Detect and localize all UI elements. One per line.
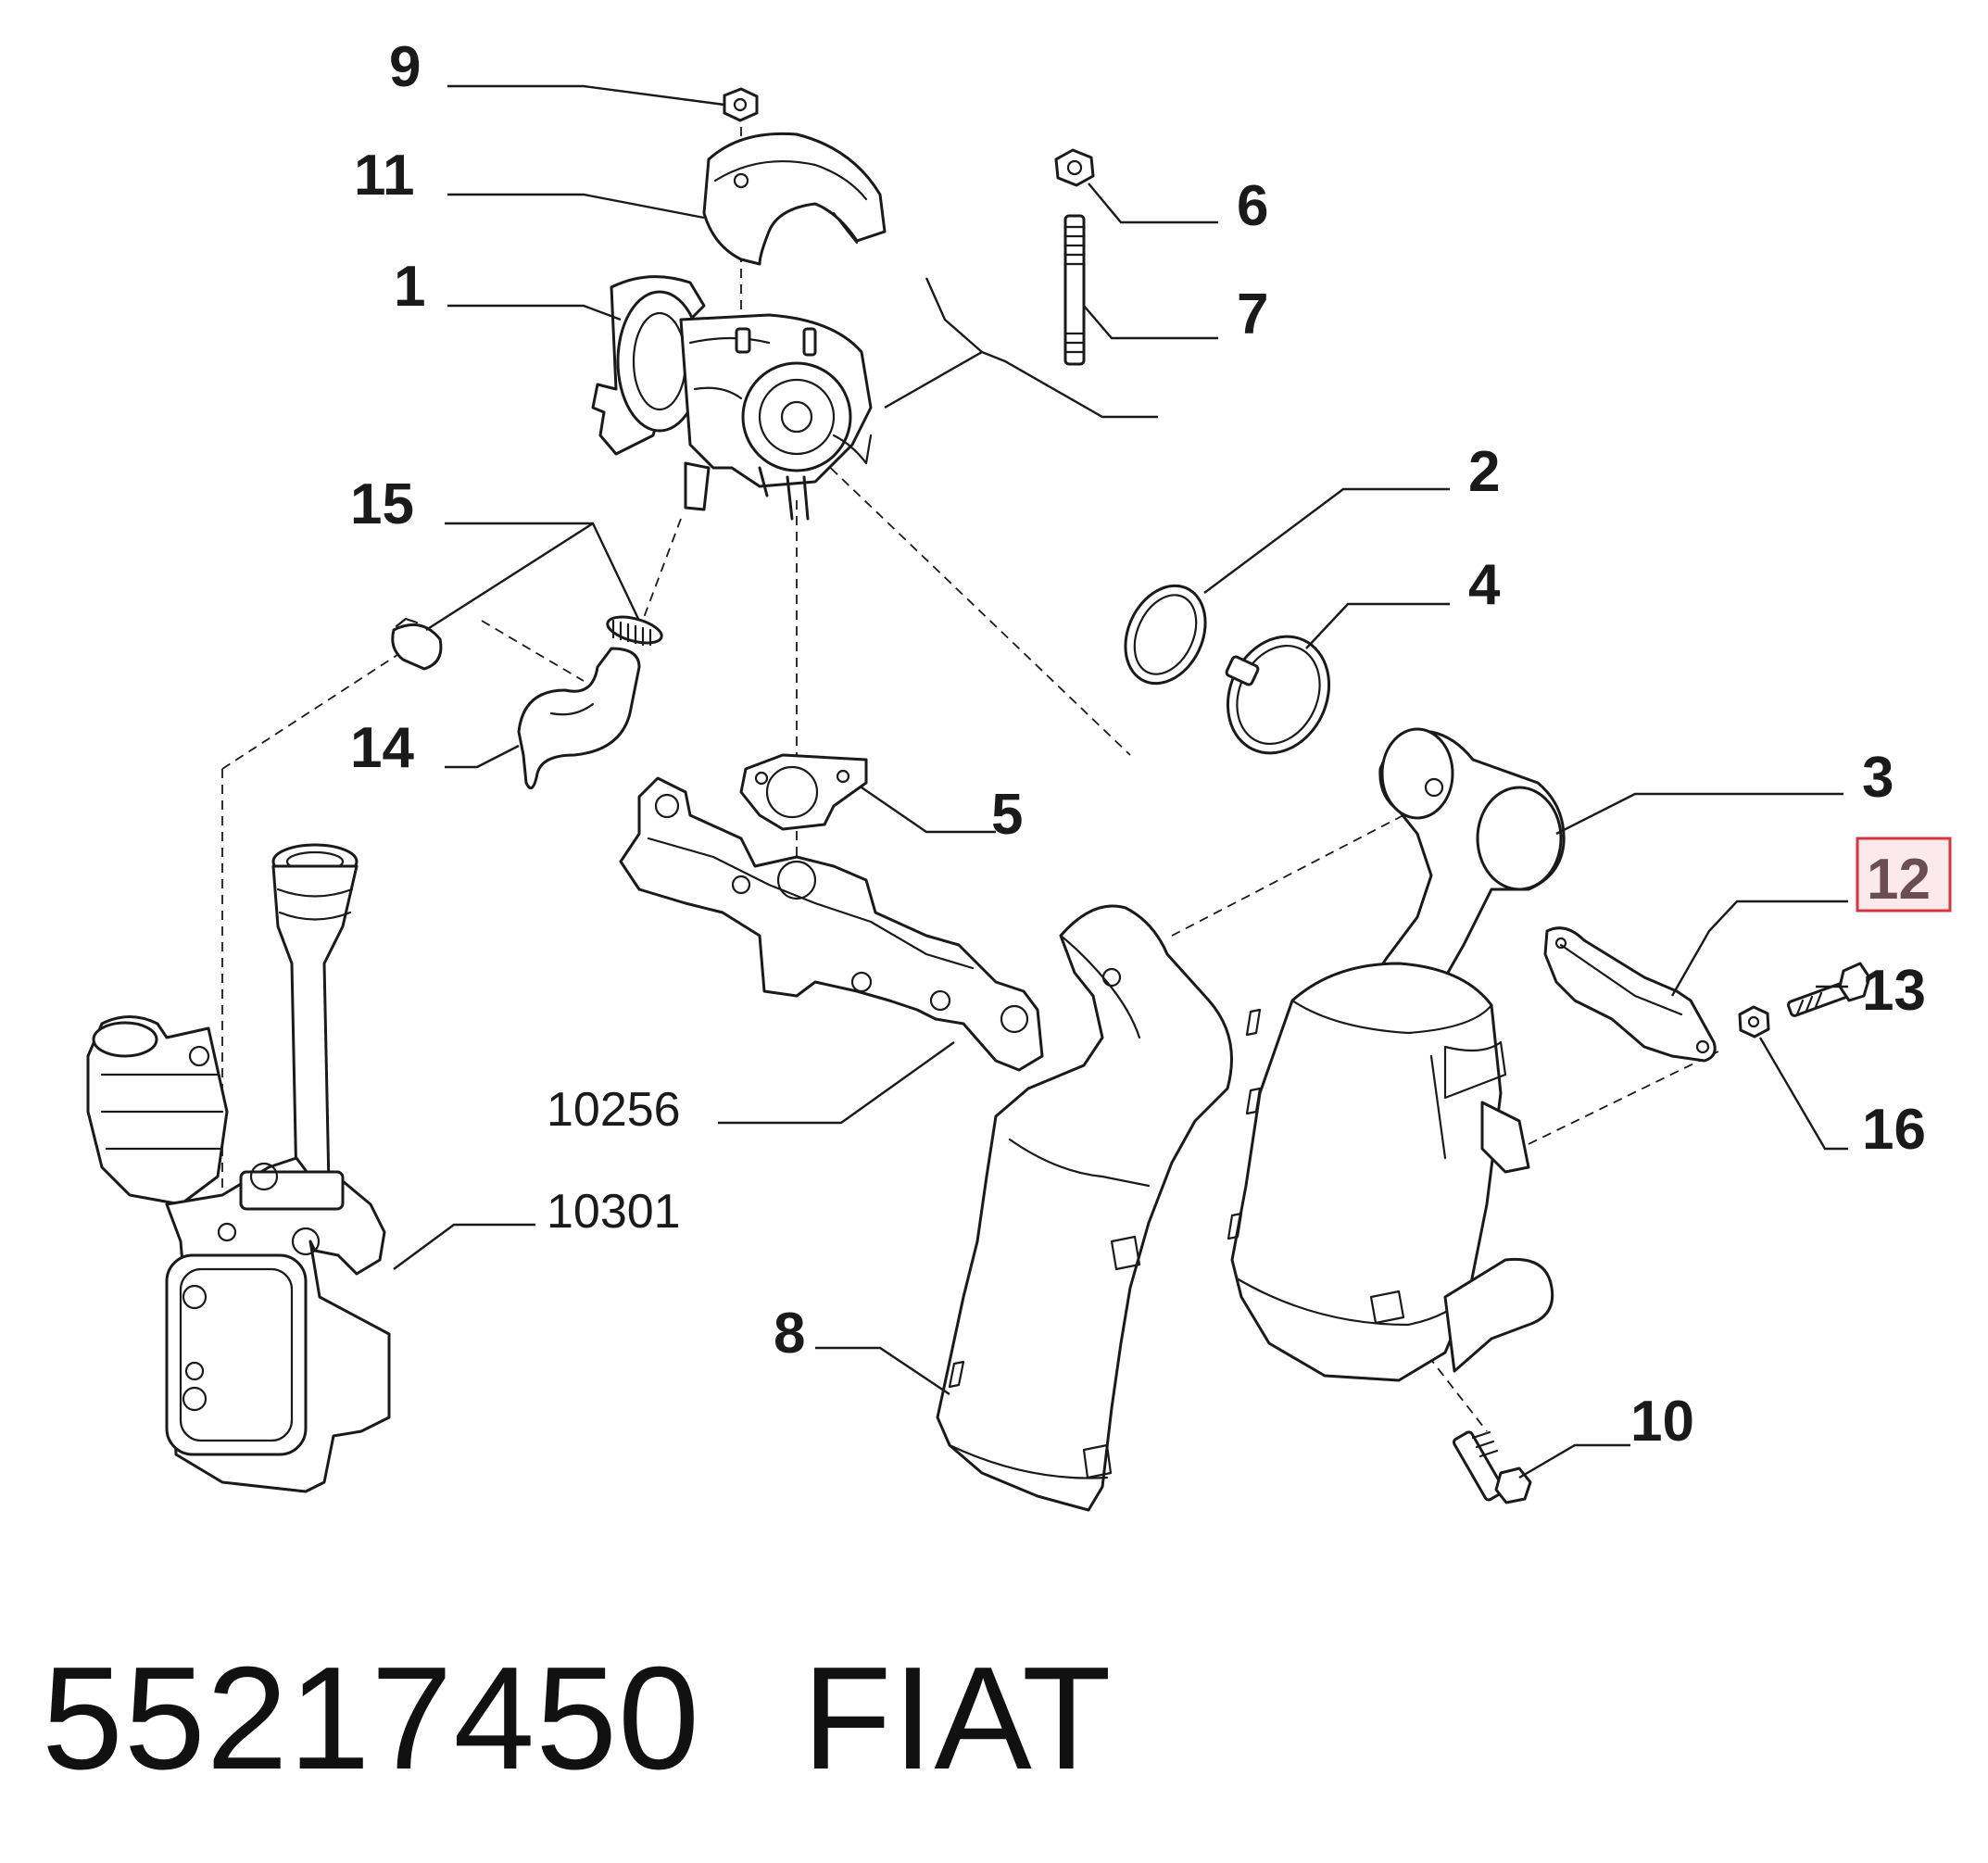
callout-10301: 10301 (547, 1185, 681, 1239)
callout-12-highlight-box (1856, 837, 1952, 913)
part-16-nut (1738, 1005, 1770, 1038)
callout-5: 5 (991, 783, 1023, 847)
part-10256-exhaust-manifold (619, 776, 1044, 1072)
part-6-nut (1054, 148, 1095, 187)
part-13-bolt (1787, 962, 1871, 1017)
part-10301-oil-filter-module (86, 843, 391, 1493)
leader-lines (393, 84, 1848, 1479)
brand-name: FIAT (801, 1637, 1113, 1800)
callout-labels: 9 11 1 6 7 15 2 4 14 5 3 12 13 16 10256 … (350, 35, 1952, 1454)
callout-9: 9 (389, 35, 421, 99)
part-14-hose (517, 647, 641, 790)
callout-13: 13 (1862, 959, 1926, 1023)
part-11-heat-shield (702, 132, 887, 266)
callout-8: 8 (774, 1302, 805, 1366)
callout-7: 7 (1237, 283, 1268, 346)
part-4-band-clamp (1225, 635, 1331, 755)
callout-11: 11 (354, 144, 415, 208)
part-3-dpf-converter (1227, 727, 1566, 1382)
part-number-footer: 55217450 FIAT (42, 1635, 1113, 1803)
callout-3: 3 (1862, 746, 1894, 810)
callout-16: 16 (1862, 1098, 1926, 1162)
part-15-clamp-upper (606, 615, 663, 647)
part-7-stud (1063, 214, 1086, 366)
callout-10: 10 (1630, 1390, 1694, 1454)
callout-2: 2 (1468, 440, 1500, 504)
part-1-turbocharger (591, 275, 873, 521)
part-8-dpf-heat-shield (936, 904, 1233, 1512)
part-12-bracket (1543, 926, 1717, 1063)
part-2-gasket-ring (1124, 584, 1207, 686)
part-9-nut (723, 87, 759, 122)
callout-4: 4 (1468, 553, 1501, 617)
callout-14: 14 (350, 716, 414, 780)
part-5-flange-gasket (739, 753, 868, 831)
callout-10256: 10256 (547, 1083, 681, 1137)
callout-1: 1 (394, 255, 425, 319)
callout-12: 12 (1867, 848, 1931, 912)
part-number: 55217450 (42, 1637, 700, 1800)
callout-6: 6 (1237, 174, 1268, 238)
callout-15: 15 (350, 472, 414, 536)
part-10-bolt (1452, 1430, 1532, 1504)
part-15-clamp-lower (391, 617, 443, 671)
